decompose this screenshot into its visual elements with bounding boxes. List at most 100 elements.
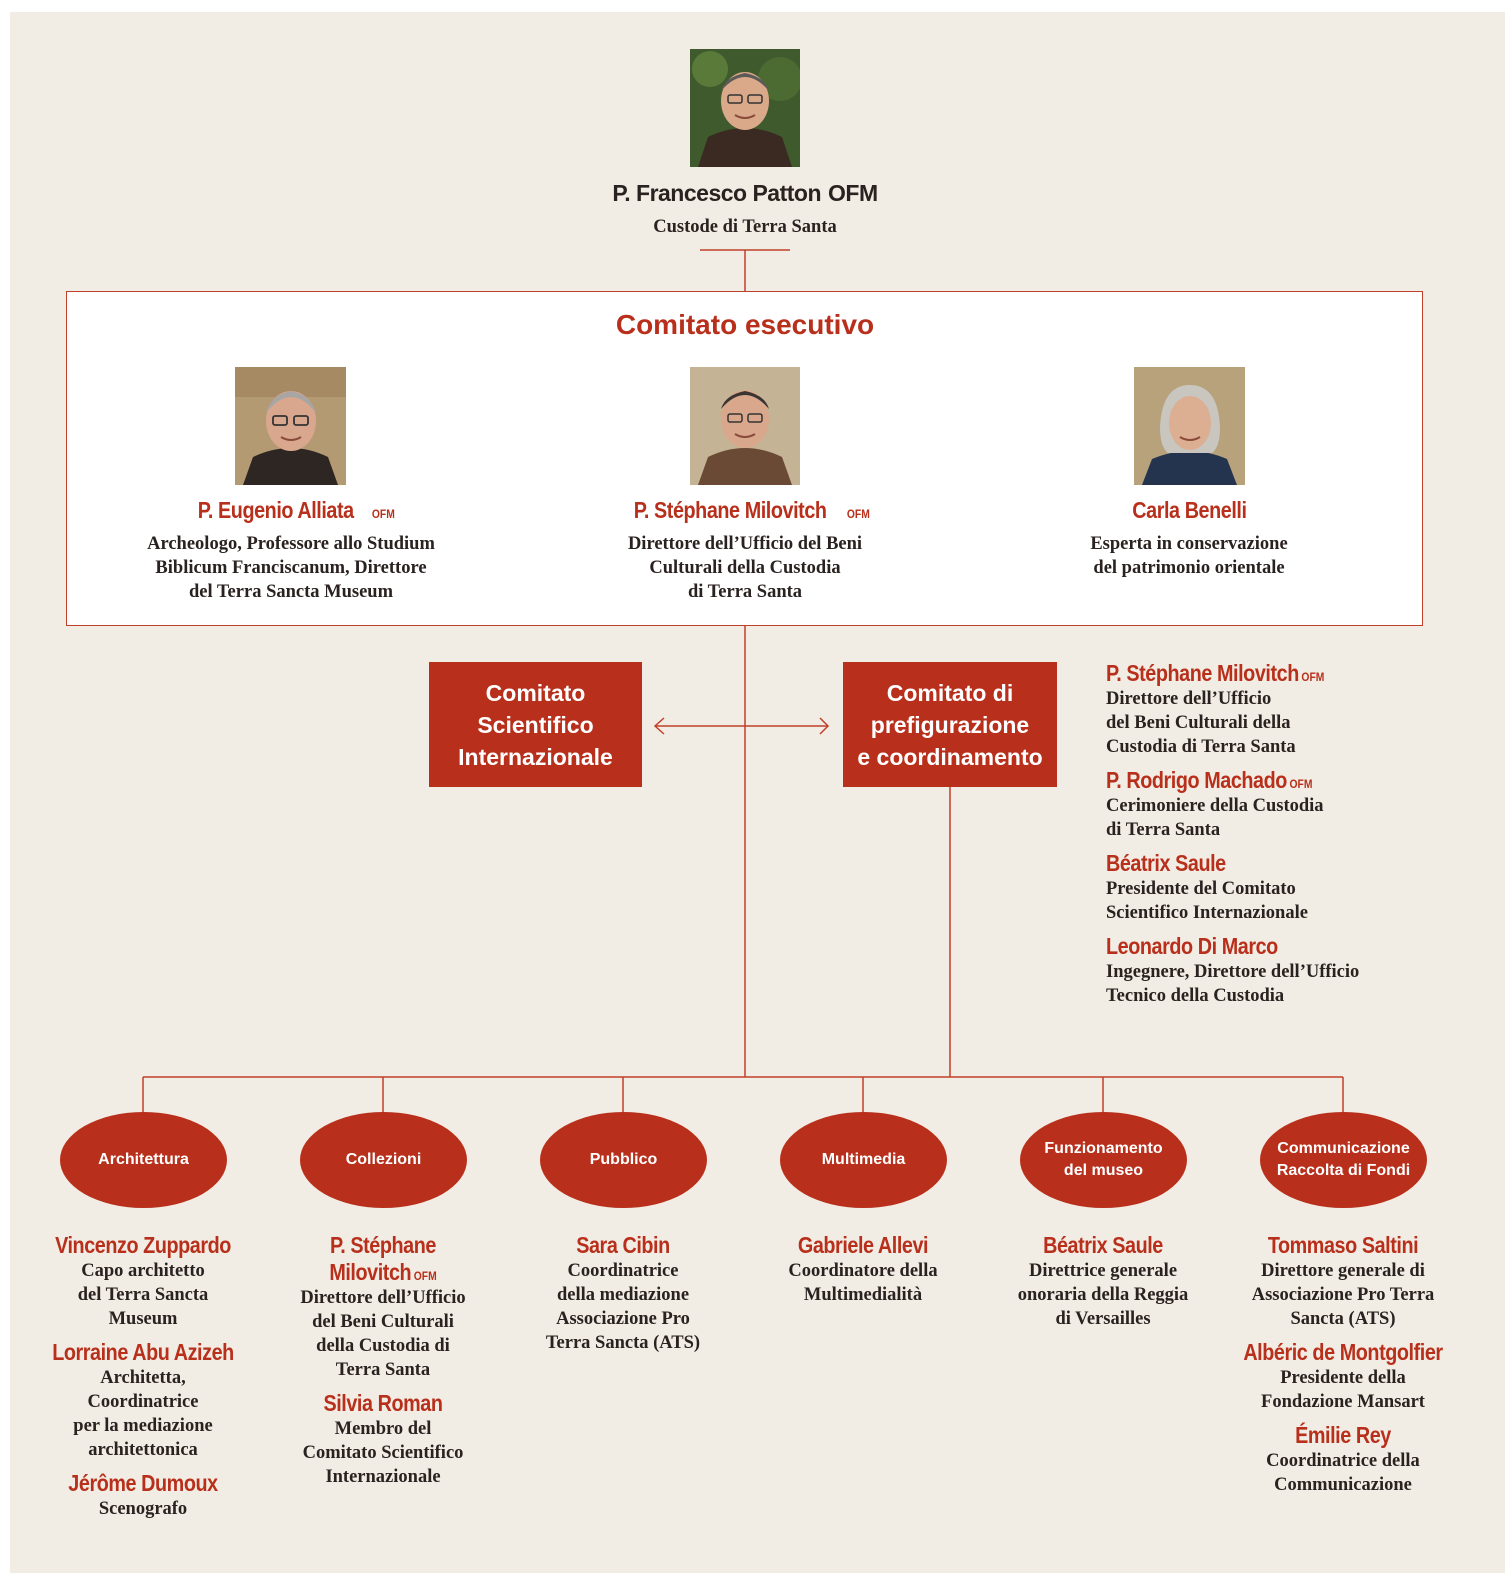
role-line: Coordinatore della xyxy=(788,1261,938,1281)
role-line: Membro del xyxy=(334,1419,432,1439)
role-line: Direttore generale di xyxy=(1261,1261,1425,1281)
role-line: Museum xyxy=(108,1309,178,1329)
dept-label: Collezioni xyxy=(345,1151,422,1168)
role-line: di Terra Santa xyxy=(687,582,803,602)
box-line: Comitato xyxy=(485,679,586,706)
role-line: Terra Sancta (ATS) xyxy=(545,1333,701,1353)
exec-member-name-1: P. Eugenio Alliata xyxy=(198,497,355,523)
person-name: Albéric de Montgolfier xyxy=(1243,1339,1443,1365)
dept-people-pubblico: Sara Cibin Coordinatrice della mediazion… xyxy=(498,1232,748,1355)
exec-member-role-1: Archeologo, Professore allo Studium Bibl… xyxy=(116,532,466,604)
role-line: Multimedialità xyxy=(803,1285,923,1305)
dept-label: Multimedia xyxy=(821,1151,906,1168)
role-line: Coordinatrice xyxy=(87,1392,199,1412)
role-line: del Terra Sancta xyxy=(77,1285,209,1305)
box-line: Scientifico xyxy=(477,711,594,738)
role-line: Biblicum Franciscanum, Direttore xyxy=(155,558,427,578)
role-line: onoraria della Reggia xyxy=(1017,1285,1189,1305)
dept-people-communicazione: Tommaso Saltini Direttore generale di As… xyxy=(1213,1232,1473,1497)
role-line: Direttore dell’Ufficio xyxy=(1106,689,1272,709)
prefig-member: Leonardo Di Marco Ingegnere, Direttore d… xyxy=(1106,933,1496,1008)
role-line: Sancta (ATS) xyxy=(1290,1309,1396,1329)
role-line: Tecnico della Custodia xyxy=(1106,986,1285,1006)
box-line: e coordinamento xyxy=(857,743,1043,770)
role-line: Direttrice generale xyxy=(1028,1261,1178,1281)
portrait-carla-benelli xyxy=(1134,367,1245,485)
person-name: Sara Cibin xyxy=(576,1232,670,1258)
role-line: Custodia di Terra Santa xyxy=(1106,737,1296,757)
prefig-name: P. Stéphane Milovitch xyxy=(1106,660,1299,686)
role-line: per la mediazione xyxy=(73,1416,213,1436)
prefig-suffix: OFM xyxy=(1289,777,1313,791)
role-line: del Terra Sancta Museum xyxy=(188,582,393,602)
portrait-eugenio-alliata xyxy=(235,367,346,485)
custode-suffix: OFM xyxy=(828,180,878,206)
person-name: Gabriele Allevi xyxy=(797,1232,929,1258)
dept-label: Communicazione xyxy=(1277,1140,1410,1157)
role-line: di Terra Santa xyxy=(1106,820,1221,840)
person-name: P. Stéphane xyxy=(330,1232,436,1258)
role-line: Culturali della Custodia xyxy=(649,558,841,578)
person-name: Milovitch xyxy=(329,1259,412,1285)
custode-role: Custode di Terra Santa xyxy=(653,217,837,237)
role-line: Fondazione Mansart xyxy=(1261,1392,1425,1412)
dept-people-architettura: Vincenzo Zuppardo Capo architetto del Te… xyxy=(18,1232,268,1521)
role-line: Associazione Pro Terra xyxy=(1251,1285,1435,1305)
person-name: Vincenzo Zuppardo xyxy=(55,1232,231,1258)
role-line: Architetta, xyxy=(100,1368,186,1388)
role-line: del Beni Culturali xyxy=(312,1312,454,1332)
role-line: Coordinatrice xyxy=(567,1261,679,1281)
exec-member-suffix-2: OFM xyxy=(847,507,871,521)
role-line: Internazionale xyxy=(325,1467,441,1487)
executive-committee-title: Comitato esecutivo xyxy=(615,309,875,340)
exec-member-role-3: Esperta in conservazione del patrimonio … xyxy=(1014,532,1364,580)
person-name: Jérôme Dumoux xyxy=(68,1470,218,1496)
dept-label: Raccolta di Fondi xyxy=(1276,1162,1411,1179)
exec-member-name-2: P. Stéphane Milovitch xyxy=(633,497,827,523)
person-name: Lorraine Abu Azizeh xyxy=(52,1339,234,1365)
prefig-suffix: OFM xyxy=(1301,670,1325,684)
role-line: Terra Santa xyxy=(335,1360,431,1380)
dept-collezioni: Collezioni xyxy=(300,1112,467,1208)
role-line: del patrimonio orientale xyxy=(1093,558,1285,578)
portrait-stephane-milovitch xyxy=(690,367,800,485)
role-line: Comitato Scientifico xyxy=(302,1443,464,1463)
exec-member-role-2: Direttore dell’Ufficio del Beni Cultural… xyxy=(570,532,920,604)
dept-label: del museo xyxy=(1063,1162,1144,1179)
connector-lines xyxy=(142,249,1344,1112)
dept-label: Architettura xyxy=(98,1151,189,1168)
exec-member-name-3: Carla Benelli xyxy=(1131,497,1247,523)
prefiguration-committee-box: Comitato di prefigurazione e coordinamen… xyxy=(843,662,1057,787)
role-line: Communicazione xyxy=(1274,1475,1412,1495)
dept-pubblico: Pubblico xyxy=(540,1112,707,1208)
role-line: Direttore dell’Ufficio xyxy=(300,1288,466,1308)
dept-multimedia: Multimedia xyxy=(780,1112,947,1208)
role-line: Cerimoniere della Custodia xyxy=(1106,796,1324,816)
role-line: del Beni Culturali della xyxy=(1106,713,1291,733)
dept-label: Funzionamento xyxy=(1044,1140,1163,1157)
role-line: Archeologo, Professore allo Studium xyxy=(147,534,435,554)
role-line: Scenografo xyxy=(98,1499,188,1519)
role-line: Esperta in conservazione xyxy=(1090,534,1288,554)
person-name: Silvia Roman xyxy=(323,1390,443,1416)
prefig-name: Leonardo Di Marco xyxy=(1106,933,1278,959)
role-line: Capo architetto xyxy=(81,1261,205,1281)
prefig-name: Béatrix Saule xyxy=(1106,850,1226,876)
role-line: architettonica xyxy=(88,1440,198,1460)
person-name: Tommaso Saltini xyxy=(1267,1232,1419,1258)
box-line: Internazionale xyxy=(458,743,613,770)
exec-member-suffix-1: OFM xyxy=(371,507,395,521)
role-line: Presidente della xyxy=(1280,1368,1406,1388)
person-suffix: OFM xyxy=(413,1269,437,1283)
box-line: Comitato di xyxy=(886,679,1014,706)
role-line: di Versailles xyxy=(1055,1309,1151,1329)
portrait-francesco-patton xyxy=(690,49,800,167)
dept-architettura: Architettura xyxy=(60,1112,227,1208)
box-line: prefigurazione xyxy=(870,711,1030,738)
prefig-name: P. Rodrigo Machado xyxy=(1106,767,1287,793)
org-chart: P. Francesco Patton OFM Custode di Terra… xyxy=(10,12,1505,1573)
